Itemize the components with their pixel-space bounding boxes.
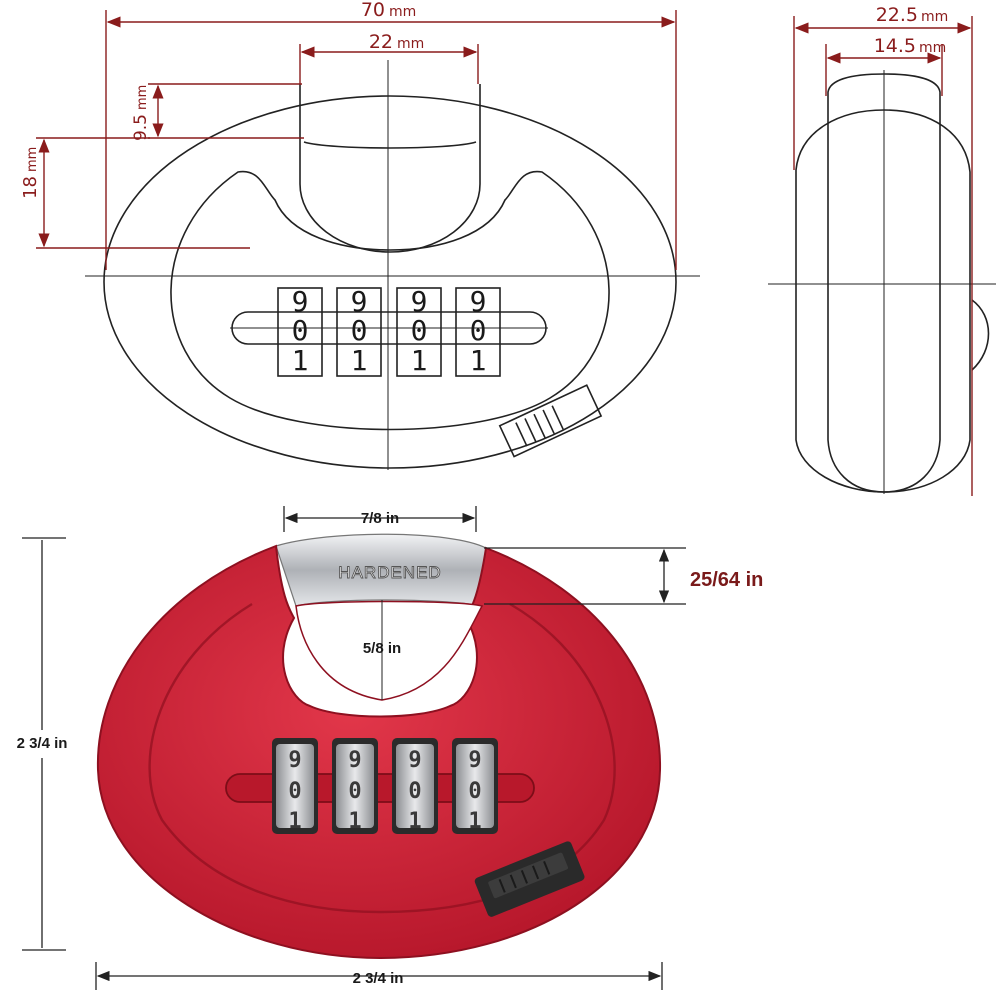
front-outer-body <box>103 95 677 469</box>
dim-18-label: 18 <box>20 176 41 199</box>
photo-dimensions <box>22 506 686 990</box>
digit-r3-c2: 1 <box>351 344 368 377</box>
front-inner-ring <box>170 170 610 431</box>
side-dimensions <box>793 16 973 496</box>
photo-wheel-3 <box>392 738 438 834</box>
padlock-inner-lip <box>148 602 616 914</box>
front-wheel-2 <box>336 287 382 377</box>
dim-height-label: 2 3/4 in <box>17 735 68 752</box>
photo-wheel-1 <box>272 738 318 834</box>
dim-22-5-label: 22.5 <box>876 4 918 26</box>
digit-r3-c4: 1 <box>470 344 487 377</box>
shackle-hole <box>295 600 484 701</box>
side-dimension-labels: 22.5 mm 14.5 mm <box>874 4 949 57</box>
front-view-drawing <box>85 60 700 470</box>
side-outer-body <box>795 109 971 493</box>
digit-r2-c3: 0 <box>411 314 428 347</box>
front-wheel-4 <box>455 287 501 377</box>
dim-9-5-unit: mm <box>135 85 150 110</box>
photo-digit-r3-c2: 1 <box>348 809 361 834</box>
digit-r1-c4: 9 <box>470 285 487 318</box>
dim-70-label: 70 <box>361 0 385 21</box>
photo-digit-r3-c1: 1 <box>288 809 301 834</box>
photo-release-button <box>474 841 585 917</box>
photo-digit-r2-c4: 0 <box>468 779 481 804</box>
photo-digit-r2-c3: 0 <box>408 779 421 804</box>
photo-wheel-2 <box>332 738 378 834</box>
dim-70-unit: mm <box>389 4 416 20</box>
side-view-drawing <box>768 70 996 494</box>
digit-r1-c2: 9 <box>351 285 368 318</box>
photo-dial-digits: 9 9 9 9 0 0 0 0 1 1 1 1 <box>288 748 481 834</box>
dim-18-unit: mm <box>25 147 40 172</box>
dim-22-unit: mm <box>397 36 424 52</box>
front-dial-digits: 9 9 9 9 0 0 0 0 1 1 1 1 <box>292 285 487 377</box>
front-dial-slot <box>231 311 547 345</box>
dim-22-label: 22 <box>369 31 393 53</box>
digit-r1-c3: 9 <box>411 285 428 318</box>
dim-25-64-in-label: 25/64 in <box>690 569 763 591</box>
red-padlock <box>96 533 662 960</box>
front-wheel-3 <box>396 287 442 377</box>
front-dimension-labels: 70 mm 22 mm 9.5 mm 18 mm <box>20 0 424 199</box>
side-inner-body <box>827 73 941 493</box>
photo-digit-r1-c2: 9 <box>348 748 361 773</box>
digit-r2-c4: 0 <box>470 314 487 347</box>
digit-r3-c3: 1 <box>411 344 428 377</box>
photo-wheel-4 <box>452 738 498 834</box>
dim-14-5-label: 14.5 <box>874 35 916 57</box>
side-release-bump <box>971 299 990 371</box>
shackle-stamp-text: HARDENED <box>338 563 441 582</box>
digit-r1-c1: 9 <box>292 285 309 318</box>
padlock-body <box>96 544 662 960</box>
photo-digit-r1-c1: 9 <box>288 748 301 773</box>
front-shackle <box>299 84 481 253</box>
digit-r3-c1: 1 <box>292 344 309 377</box>
front-shackle-edge <box>303 141 477 149</box>
dim-7-8-in-label: 7/8 in <box>361 510 399 527</box>
digit-r2-c1: 0 <box>292 314 309 347</box>
front-dimensions <box>36 10 677 270</box>
digit-r2-c2: 0 <box>351 314 368 347</box>
front-release-button <box>498 384 603 458</box>
photo-digit-r3-c3: 1 <box>408 809 421 834</box>
photo-digit-r2-c2: 0 <box>348 779 361 804</box>
photo-digit-r1-c3: 9 <box>408 748 421 773</box>
photo-digit-r3-c4: 1 <box>468 809 481 834</box>
dim-14-5-unit: mm <box>919 40 946 56</box>
dim-5-8-in-label: 5/8 in <box>363 640 401 657</box>
photo-digit-r1-c4: 9 <box>468 748 481 773</box>
dim-bottom-width-label: 2 3/4 in <box>353 970 404 987</box>
dim-22-5-unit: mm <box>921 9 948 25</box>
photo-dimension-labels: 7/8 in 5/8 in 25/64 in 2 3/4 in 2 3/4 in <box>17 510 764 987</box>
photo-digit-r2-c1: 0 <box>288 779 301 804</box>
front-wheel-1 <box>277 287 323 377</box>
dim-9-5-label: 9.5 <box>131 114 151 141</box>
